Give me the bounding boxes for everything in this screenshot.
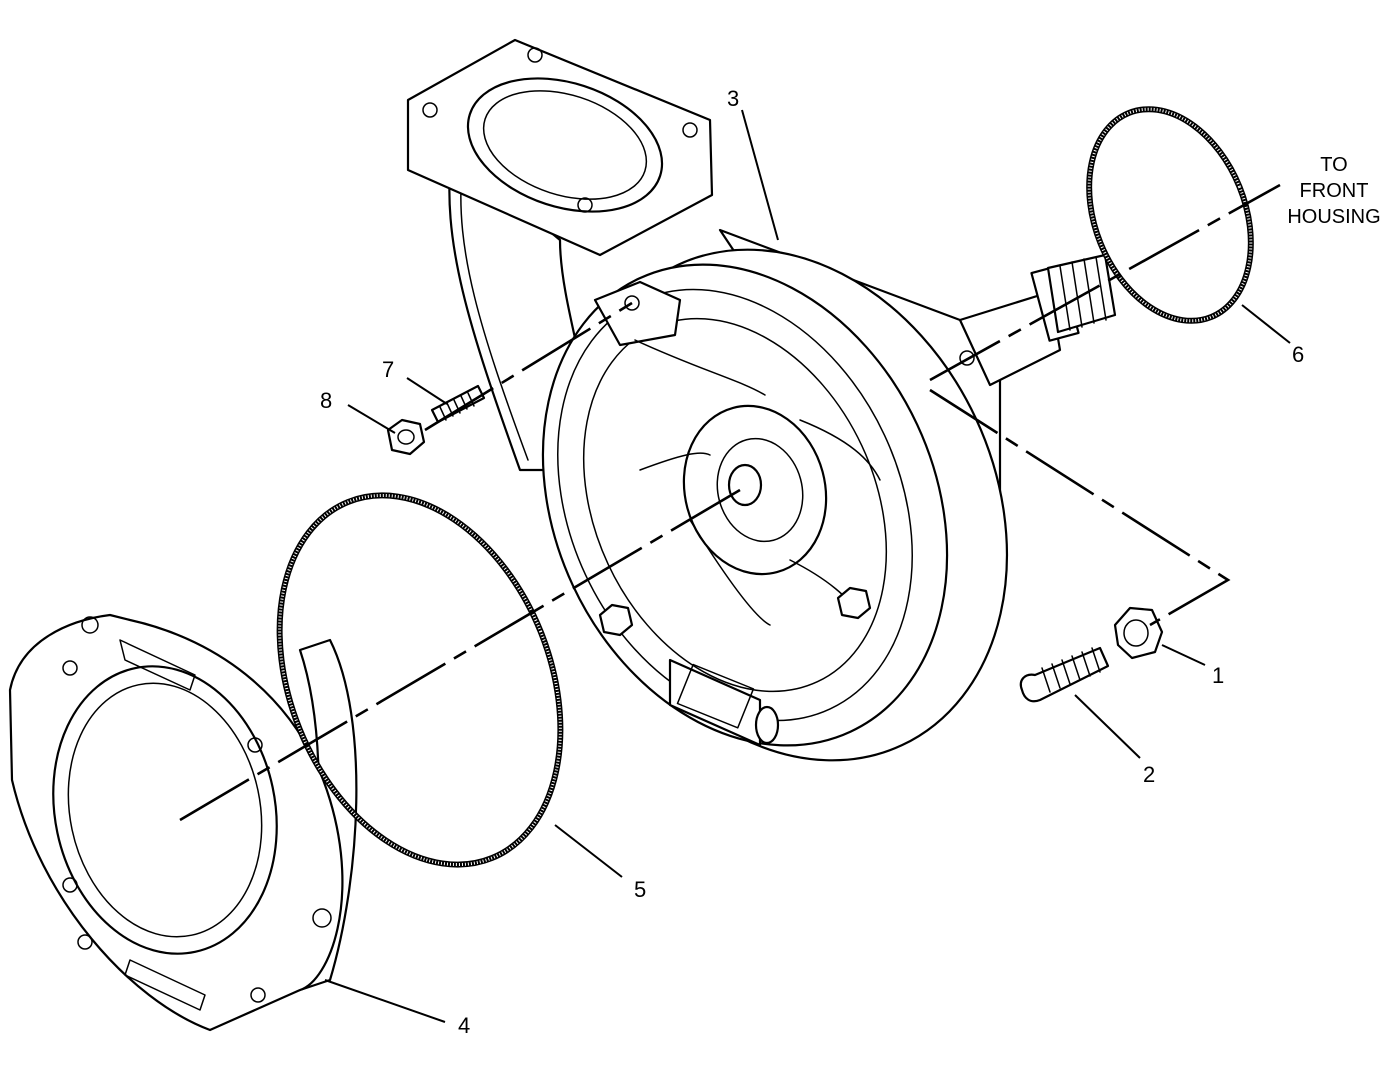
callout-3: 3 bbox=[727, 86, 739, 111]
callout-8: 8 bbox=[320, 388, 332, 413]
callout-2: 2 bbox=[1143, 762, 1155, 787]
callout-4: 4 bbox=[458, 1013, 470, 1038]
assembly-centerlines bbox=[179, 183, 1281, 822]
note-line-3: HOUSING bbox=[1287, 206, 1380, 228]
leader-lines bbox=[324, 109, 1291, 1023]
callout-7: 7 bbox=[382, 357, 394, 382]
stud-upper bbox=[430, 384, 486, 424]
note-line-1: TO bbox=[1320, 154, 1347, 176]
large-gasket bbox=[276, 492, 564, 868]
nut-upper bbox=[386, 418, 426, 456]
note-line-2: FRONT bbox=[1300, 180, 1369, 202]
nut-lower bbox=[1113, 606, 1164, 660]
callout-labels: 1 2 3 4 5 6 7 8 bbox=[320, 86, 1304, 1038]
o-ring bbox=[1086, 106, 1254, 324]
pump-housing bbox=[406, 38, 1117, 762]
stud-lower bbox=[1019, 646, 1110, 703]
callout-6: 6 bbox=[1292, 342, 1304, 367]
callout-5: 5 bbox=[634, 877, 646, 902]
callout-1: 1 bbox=[1212, 663, 1224, 688]
note-to-front-housing: TO FRONT HOUSING bbox=[1287, 154, 1380, 228]
pump-cover bbox=[8, 613, 358, 1032]
